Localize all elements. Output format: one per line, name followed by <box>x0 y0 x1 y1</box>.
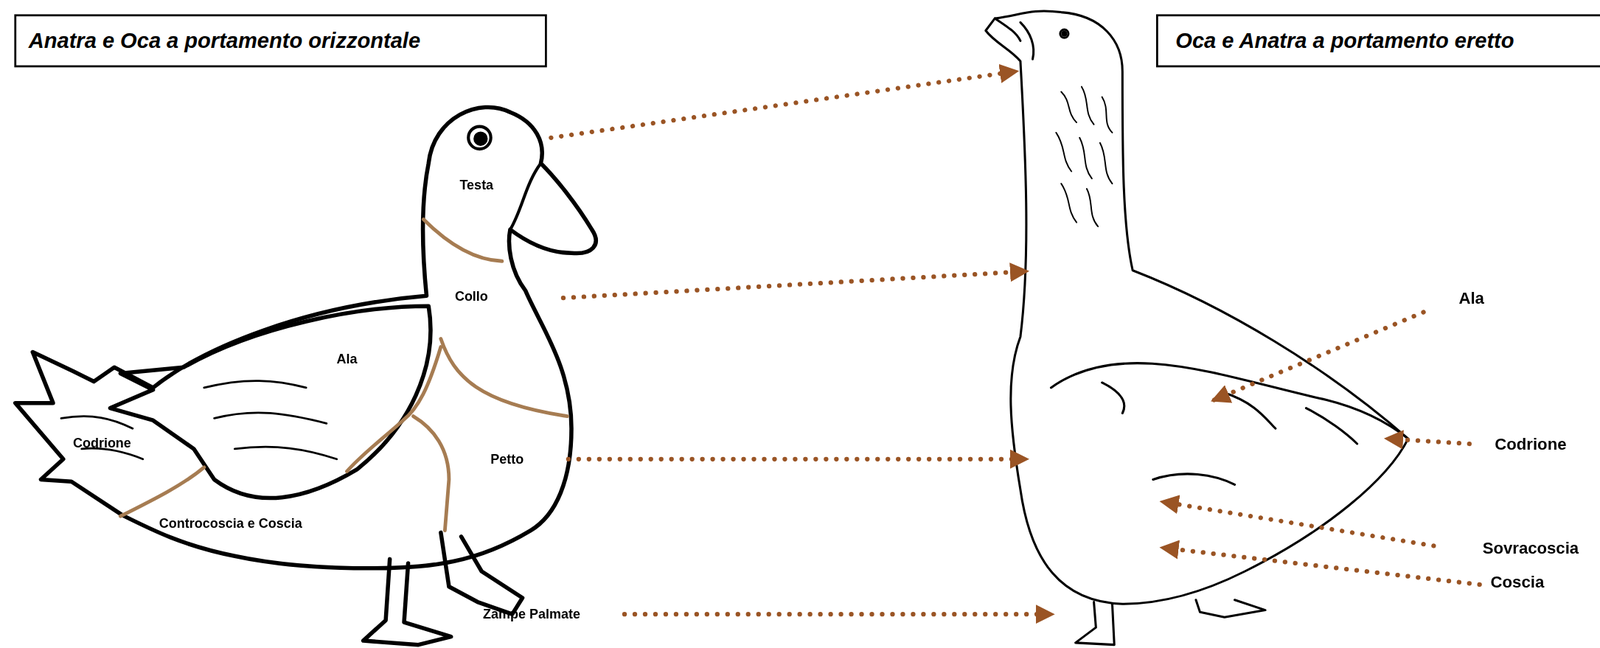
part-label: Coscia <box>1490 573 1545 593</box>
part-label: Ala <box>336 351 358 368</box>
duck-feathers <box>61 381 337 460</box>
leader-arrow <box>1163 502 1435 547</box>
part-label: Sovracoscia <box>1482 539 1579 559</box>
cut-line <box>423 219 503 262</box>
goose-neck-feathers <box>1055 87 1112 228</box>
part-label: Controcoscia e Coscia <box>159 516 303 532</box>
cut-line <box>120 467 204 517</box>
duck-bill-line <box>510 162 542 230</box>
goose-body-outline <box>985 11 1409 604</box>
duck-body-outline <box>15 106 596 568</box>
cut-lines <box>120 219 568 531</box>
leader-arrow <box>1163 547 1480 585</box>
title-text: Anatra e Oca a portamento orizzontale <box>28 28 421 54</box>
title-text: Oca e Anatra a portamento eretto <box>1175 28 1514 54</box>
leader-arrow <box>1214 311 1424 400</box>
leader-arrow <box>568 457 1026 462</box>
goose-pupil <box>1062 31 1067 36</box>
part-label: Testa <box>459 176 494 193</box>
duck-eye <box>468 126 491 149</box>
part-label: Ala <box>1458 289 1484 309</box>
part-label: Zampe Palmate <box>482 606 581 623</box>
leader-arrow <box>563 271 1026 298</box>
duck-pupil <box>475 133 486 144</box>
goose-wing <box>1050 363 1408 486</box>
cut-line <box>440 338 568 416</box>
duck-legs <box>363 532 523 645</box>
goose-bill <box>994 18 1033 59</box>
cut-line <box>347 347 441 472</box>
leader-arrow <box>1387 438 1470 444</box>
title-box: Oca e Anatra a portamento eretto <box>1156 14 1600 68</box>
title-box: Anatra e Oca a portamento orizzontale <box>14 14 547 68</box>
goose-legs <box>1075 600 1266 646</box>
leader-arrow <box>550 71 1016 138</box>
part-label: Codrione <box>72 435 132 451</box>
leader-arrow <box>624 611 1051 617</box>
part-label: Petto <box>490 451 524 467</box>
duck-drawing <box>15 106 596 645</box>
part-label: Codrione <box>1494 435 1567 455</box>
leader-arrows <box>550 71 1480 615</box>
cut-line <box>412 416 449 531</box>
goose-eye <box>1060 29 1069 38</box>
part-label: Collo <box>454 288 489 304</box>
goose-drawing <box>985 11 1409 646</box>
duck-wing <box>109 305 430 498</box>
